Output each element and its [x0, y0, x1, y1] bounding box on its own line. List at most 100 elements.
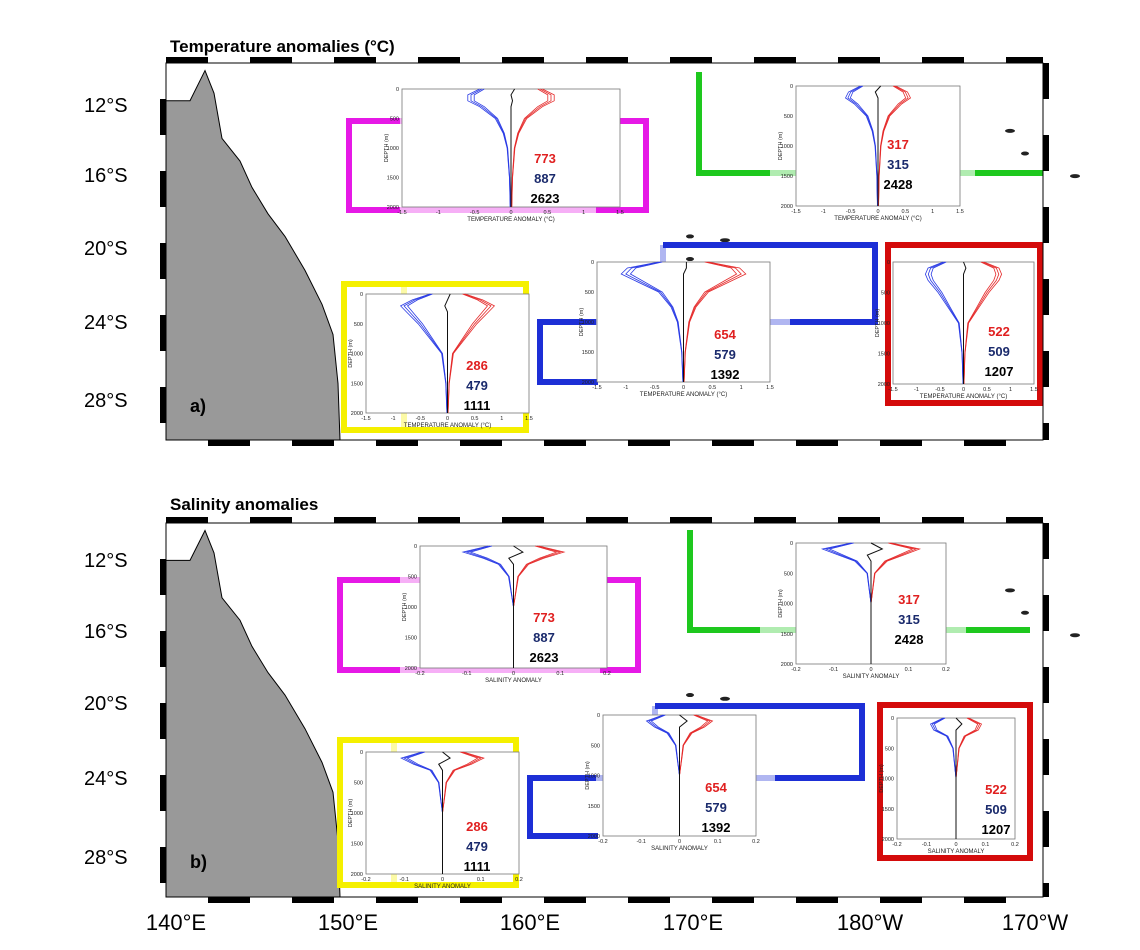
inset-ytick-label: 500 — [354, 322, 363, 328]
border-tick-bottom — [460, 440, 502, 446]
border-tick-top — [250, 517, 292, 523]
border-tick-bottom — [796, 897, 838, 903]
island — [1021, 151, 1029, 156]
profile-mean-line — [437, 751, 452, 874]
inset-xtick-label: 0 — [512, 671, 515, 677]
profile-count-cool: 509 — [988, 344, 1010, 359]
inset-ytick-label: 1500 — [405, 636, 417, 642]
profile-count-warm: 522 — [985, 782, 1007, 797]
inset-xtick-label: 0.1 — [982, 842, 990, 848]
border-tick-top — [922, 517, 964, 523]
border-tick-bottom — [964, 897, 1006, 903]
inset-xtick-label: -0.5 — [935, 387, 944, 393]
border-tick-bottom — [628, 440, 670, 446]
profile-blue-line — [620, 261, 684, 383]
region-frame-blue — [527, 703, 865, 839]
profile-blue-line — [924, 261, 964, 385]
border-tick-bottom — [544, 897, 586, 903]
profile-red-line — [963, 261, 1003, 385]
inset-xtick-label: 0.1 — [905, 667, 913, 673]
inset-xtick-label: 1.5 — [525, 416, 533, 422]
inset-ytick-label: 0 — [597, 713, 600, 719]
inset-ytick-label: 1000 — [781, 602, 793, 608]
inset-ytick-label: 0 — [790, 84, 793, 90]
inset-xaxis-label: TEMPERATURE ANOMALY (°C) — [640, 392, 727, 398]
inset-xtick-label: -0.5 — [846, 209, 855, 215]
inset-xtick-label: 0 — [441, 877, 444, 883]
inset-ytick-label: 2000 — [582, 380, 594, 386]
island — [686, 257, 694, 262]
profile-mean-line — [444, 293, 451, 413]
border-tick-top — [334, 517, 376, 523]
border-tick-top — [418, 517, 460, 523]
profile-count-total: 1111 — [464, 398, 491, 413]
inset-xtick-label: -1 — [436, 210, 441, 216]
panel-title: Temperature anomalies (°C) — [170, 37, 395, 56]
inset-xtick-label: -1.5 — [397, 210, 406, 216]
border-tick-left — [160, 171, 166, 207]
profile-mean-line — [874, 85, 882, 206]
inset-ytick-label: 1000 — [351, 811, 363, 817]
border-tick-top — [502, 517, 544, 523]
island — [1021, 610, 1029, 615]
inset-xaxis-label: TEMPERATURE ANOMALY (°C) — [404, 423, 491, 429]
lat-label: 20°S — [84, 693, 128, 715]
lat-label: 16°S — [84, 165, 128, 187]
border-tick-top — [502, 57, 544, 63]
border-tick-right — [1043, 523, 1049, 559]
profile-count-cool: 887 — [534, 171, 556, 186]
inset-xtick-label: 0.5 — [471, 416, 479, 422]
region-frame-blue — [537, 242, 878, 385]
inset-ytick-label: 1500 — [582, 350, 594, 356]
profile-mean-line — [955, 717, 963, 839]
profile-count-total: 2623 — [530, 650, 559, 665]
inset-xtick-label: -1.5 — [361, 416, 370, 422]
lat-label: 12°S — [84, 95, 128, 117]
border-tick-bottom — [880, 897, 922, 903]
inset-ytick-label: 0 — [790, 541, 793, 547]
inset-xaxis-label: SALINITY ANOMALY — [485, 678, 542, 684]
profile-count-warm: 317 — [898, 592, 920, 607]
inset-xtick-label: -0.1 — [462, 671, 471, 677]
inset-xtick-label: 0 — [678, 839, 681, 845]
border-tick-bottom — [544, 440, 586, 446]
inset-xtick-label: -1.5 — [888, 387, 897, 393]
panel-label: a) — [190, 396, 206, 416]
inset-ytick-label: 1500 — [781, 632, 793, 638]
inset-ytick-label: 2000 — [588, 834, 600, 840]
inset-ytick-label: 1000 — [781, 144, 793, 150]
border-tick-top — [1006, 57, 1043, 63]
border-tick-top — [838, 517, 880, 523]
lon-label: 170°W — [1002, 910, 1069, 935]
border-tick-bottom — [880, 440, 922, 446]
profile-count-total: 1111 — [464, 859, 491, 874]
inset-xtick-label: -1.5 — [592, 385, 601, 391]
inset-ytick-label: 0 — [891, 716, 894, 722]
inset-ytick-label: 1000 — [878, 321, 890, 327]
inset-xtick-label: 0 — [954, 842, 957, 848]
inset-xtick-label: 0 — [446, 416, 449, 422]
region-frame-yellow — [337, 737, 519, 888]
border-tick-top — [166, 57, 208, 63]
land-australia — [165, 69, 341, 441]
border-tick-bottom — [376, 440, 418, 446]
profile-count-cool: 579 — [714, 347, 736, 362]
inset-xtick-label: 0.2 — [603, 671, 611, 677]
inset-xtick-label: -0.1 — [829, 667, 838, 673]
inset-ytick-label: 500 — [784, 114, 793, 120]
inset-xtick-label: -1 — [914, 387, 919, 393]
profile-mean-line — [679, 714, 688, 836]
border-tick-top — [754, 57, 796, 63]
border-tick-right — [1043, 667, 1049, 703]
border-tick-left — [160, 631, 166, 667]
profile-mean-line — [963, 261, 967, 384]
profile-red-line — [878, 85, 912, 207]
border-tick-bottom — [208, 897, 250, 903]
inset-xtick-label: -0.5 — [470, 210, 479, 216]
